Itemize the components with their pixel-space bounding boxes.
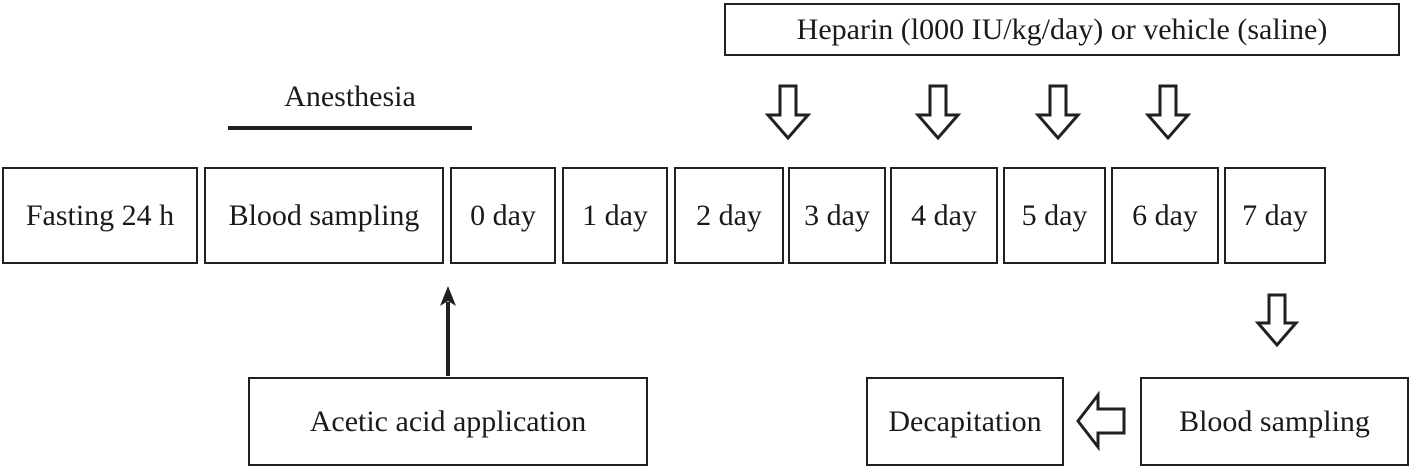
- blood-sampling-end-box: Blood sampling: [1140, 377, 1409, 466]
- timeline-box-2-day: 2 day: [674, 167, 784, 264]
- dose-arrow-day3: [764, 84, 812, 141]
- acetic-acid-label: Acetic acid application: [309, 404, 587, 438]
- decapitation-label: Decapitation: [888, 404, 1042, 438]
- timeline-box-0-day: 0 day: [450, 167, 556, 264]
- timeline-box-label: 6 day: [1132, 198, 1198, 232]
- timeline-box-label: 3 day: [804, 198, 870, 232]
- timeline-box-fasting-24-h: Fasting 24 h: [2, 167, 198, 264]
- timeline-box-label: 7 day: [1242, 198, 1308, 232]
- decapitation-box: Decapitation: [866, 377, 1064, 466]
- timeline-box-1-day: 1 day: [562, 167, 668, 264]
- dose-arrow-day5: [1034, 84, 1082, 141]
- treatment-header-label: Heparin (l000 IU/kg/day) or vehicle (sal…: [796, 12, 1328, 46]
- acetic-acid-box: Acetic acid application: [248, 377, 648, 466]
- dose-arrow-day4: [914, 84, 962, 141]
- dose-arrow-day6: [1144, 84, 1192, 141]
- timeline-box-label: Blood sampling: [228, 198, 420, 232]
- timeline-box-label: Fasting 24 h: [25, 198, 175, 232]
- anesthesia-label: Anesthesia: [284, 80, 416, 113]
- timeline-box-label: 0 day: [470, 198, 536, 232]
- timeline-box-label: 4 day: [911, 198, 977, 232]
- timeline-box-3-day: 3 day: [788, 167, 886, 264]
- treatment-header-box: Heparin (l000 IU/kg/day) or vehicle (sal…: [724, 3, 1400, 56]
- timeline-box-label: 1 day: [582, 198, 648, 232]
- acetic-acid-to-timeline-arrow: [438, 286, 458, 376]
- anesthesia-underline-rule: [228, 126, 472, 130]
- blood-sampling-end-label: Blood sampling: [1179, 404, 1370, 438]
- timeline-box-blood-sampling: Blood sampling: [204, 167, 444, 264]
- blood-to-decapitation-arrow: [1076, 390, 1126, 452]
- timeline-box-4-day: 4 day: [890, 167, 998, 264]
- timeline-box-label: 2 day: [696, 198, 762, 232]
- timeline-box-6-day: 6 day: [1111, 167, 1219, 264]
- timeline-box-7-day: 7 day: [1224, 167, 1326, 264]
- timeline-box-label: 5 day: [1021, 198, 1088, 232]
- end-of-study-arrow: [1254, 293, 1300, 348]
- timeline-box-5-day: 5 day: [1003, 167, 1106, 264]
